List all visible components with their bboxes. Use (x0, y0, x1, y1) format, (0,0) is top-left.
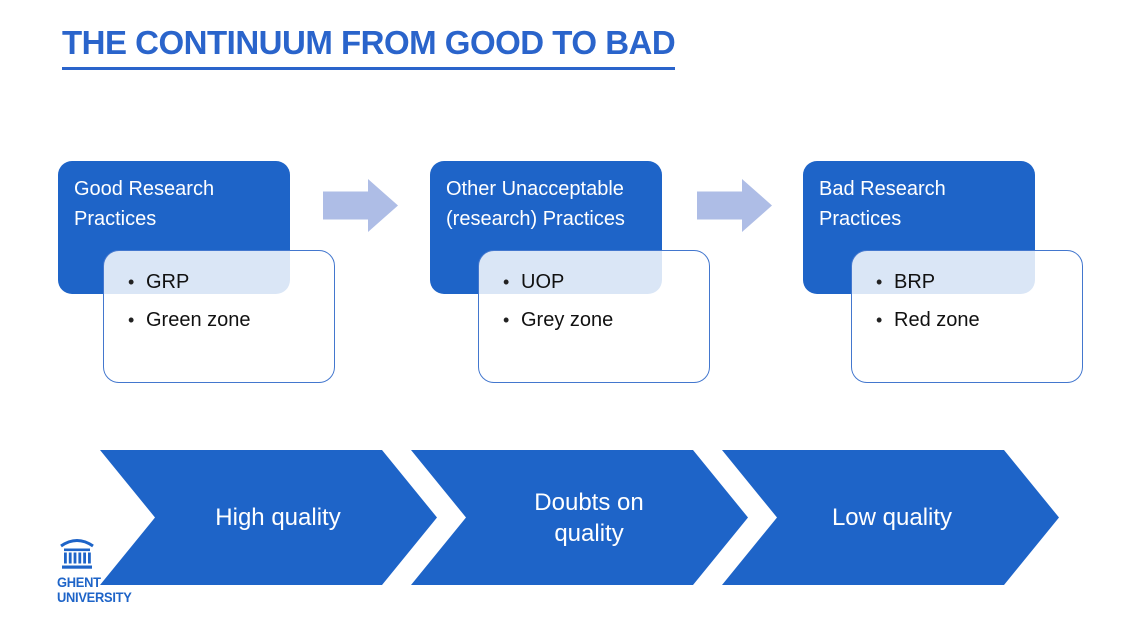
list-item: Grey zone (501, 301, 699, 339)
list-item: Green zone (126, 301, 324, 339)
card-unacceptable: UOP Grey zone (478, 250, 710, 383)
list-item: Red zone (874, 301, 1072, 339)
page-title: THE CONTINUUM FROM GOOD TO BAD (62, 24, 676, 70)
list-item: GRP (126, 263, 324, 301)
chevron-label-high: High quality (215, 504, 341, 531)
quality-chevron-band (100, 450, 1059, 585)
chevron-shape-doubts (411, 450, 748, 585)
right-arrow-icon (323, 179, 398, 232)
ghent-university-logo: GHENT UNIVERSITY (57, 534, 138, 605)
logo-text-line2: UNIVERSITY (57, 589, 132, 605)
card-good: GRP Green zone (103, 250, 335, 383)
right-arrow-icon (697, 179, 772, 232)
practice-box-bad-label: Bad Research Practices (819, 178, 946, 230)
chevron-label-doubts: Doubts on quality (534, 488, 644, 547)
list-item: UOP (501, 263, 699, 301)
temple-icon (60, 539, 94, 569)
chevron-label-low: Low quality (831, 504, 953, 531)
chevron-shape-high (100, 450, 437, 585)
list-item: BRP (874, 263, 1072, 301)
card-bad: BRP Red zone (851, 250, 1083, 383)
practice-box-good-label: Good Research Practices (74, 178, 215, 230)
chevron-shape-low (722, 450, 1059, 585)
practice-box-unacceptable-label: Other Unacceptable (research) Practices (446, 178, 625, 230)
logo-text-line1: GHENT (57, 574, 101, 590)
